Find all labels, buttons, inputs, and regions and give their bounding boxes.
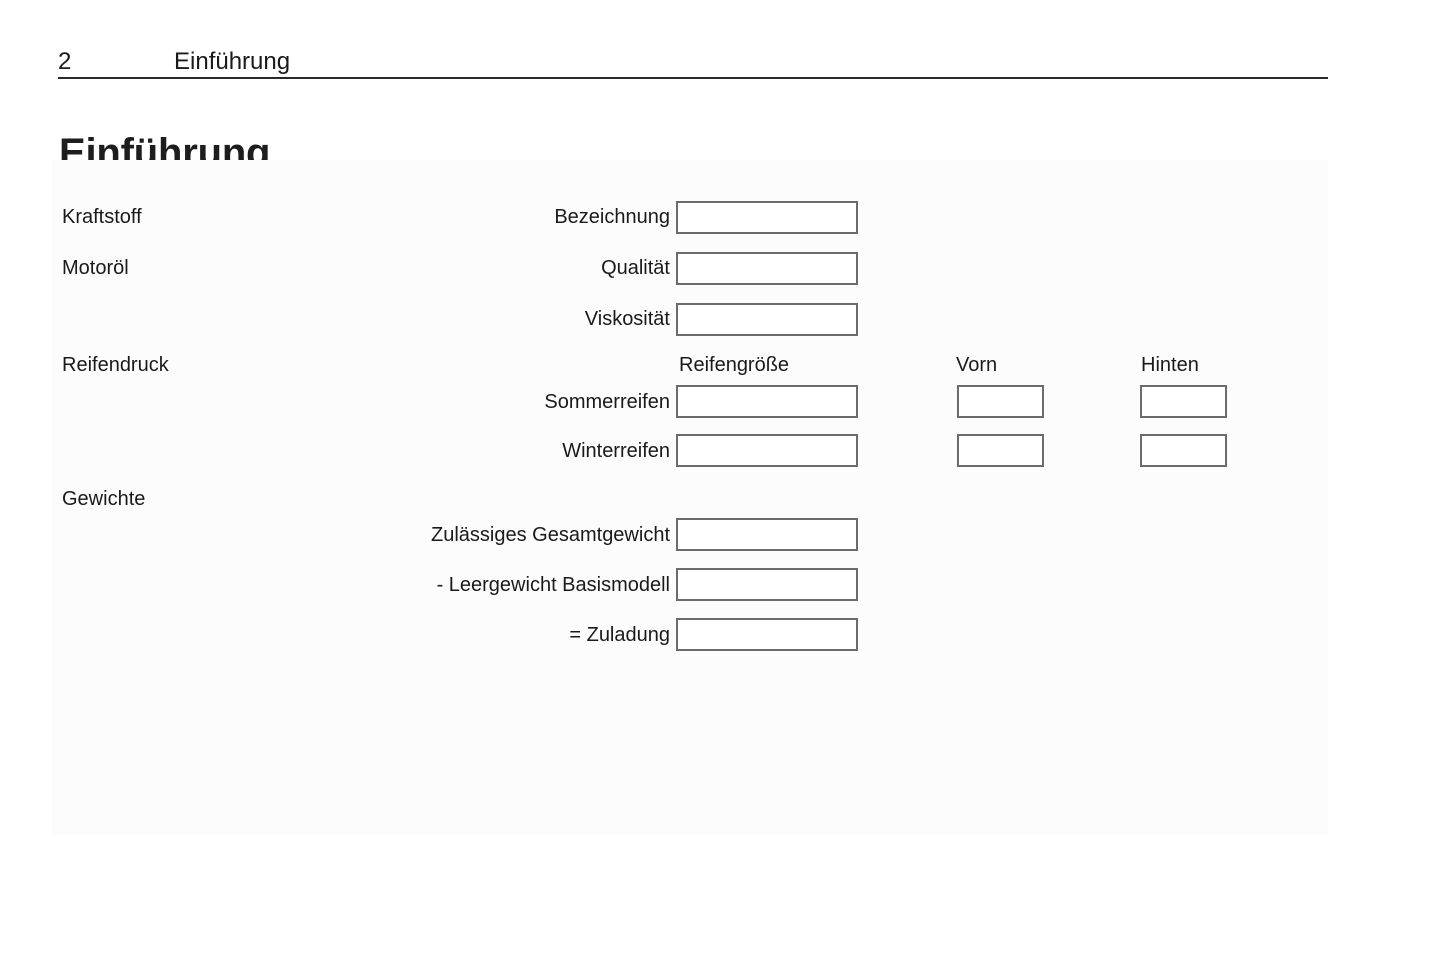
- field-label-bezeichnung: Bezeichnung: [554, 206, 670, 228]
- section-label-gewichte: Gewichte: [62, 488, 146, 510]
- column-header-hinten: Hinten: [1141, 354, 1199, 376]
- winterreifen-groesse-input[interactable]: [676, 434, 858, 467]
- column-header-vorn: Vorn: [956, 354, 998, 376]
- zuladung-input[interactable]: [676, 618, 858, 651]
- field-label-winterreifen: Winterreifen: [562, 440, 670, 462]
- page-number: 2: [58, 48, 72, 75]
- section-label-kraftstoff: Kraftstoff: [62, 206, 142, 228]
- field-label-viskositaet: Viskosität: [584, 308, 670, 330]
- winterreifen-vorn-input[interactable]: [957, 434, 1044, 467]
- sommerreifen-groesse-input[interactable]: [676, 385, 858, 418]
- winterreifen-hinten-input[interactable]: [1140, 434, 1227, 467]
- column-header-reifengroesse: Reifengröße: [679, 354, 790, 376]
- field-label-gesamtgewicht: Zulässiges Gesamtgewicht: [431, 524, 670, 546]
- bezeichnung-input[interactable]: [676, 201, 858, 234]
- section-label-reifendruck: Reifendruck: [62, 354, 169, 376]
- running-header: 2 Einführung: [58, 47, 1328, 81]
- header-divider: [58, 77, 1328, 79]
- viskositaet-input[interactable]: [676, 303, 858, 336]
- field-label-zuladung: = Zuladung: [569, 624, 670, 646]
- field-label-sommerreifen: Sommerreifen: [544, 391, 670, 413]
- field-label-qualitaet: Qualität: [601, 257, 670, 279]
- sommerreifen-vorn-input[interactable]: [957, 385, 1044, 418]
- vehicle-data-form-panel: Kraftstoff Motoröl Reifendruck Gewichte …: [52, 160, 1328, 835]
- sommerreifen-hinten-input[interactable]: [1140, 385, 1227, 418]
- leergewicht-input[interactable]: [676, 568, 858, 601]
- section-label-motoroel: Motoröl: [62, 257, 129, 279]
- header-chapter-name: Einführung: [174, 48, 291, 75]
- qualitaet-input[interactable]: [676, 252, 858, 285]
- field-label-leergewicht: - Leergewicht Basismodell: [436, 574, 670, 596]
- gesamtgewicht-input[interactable]: [676, 518, 858, 551]
